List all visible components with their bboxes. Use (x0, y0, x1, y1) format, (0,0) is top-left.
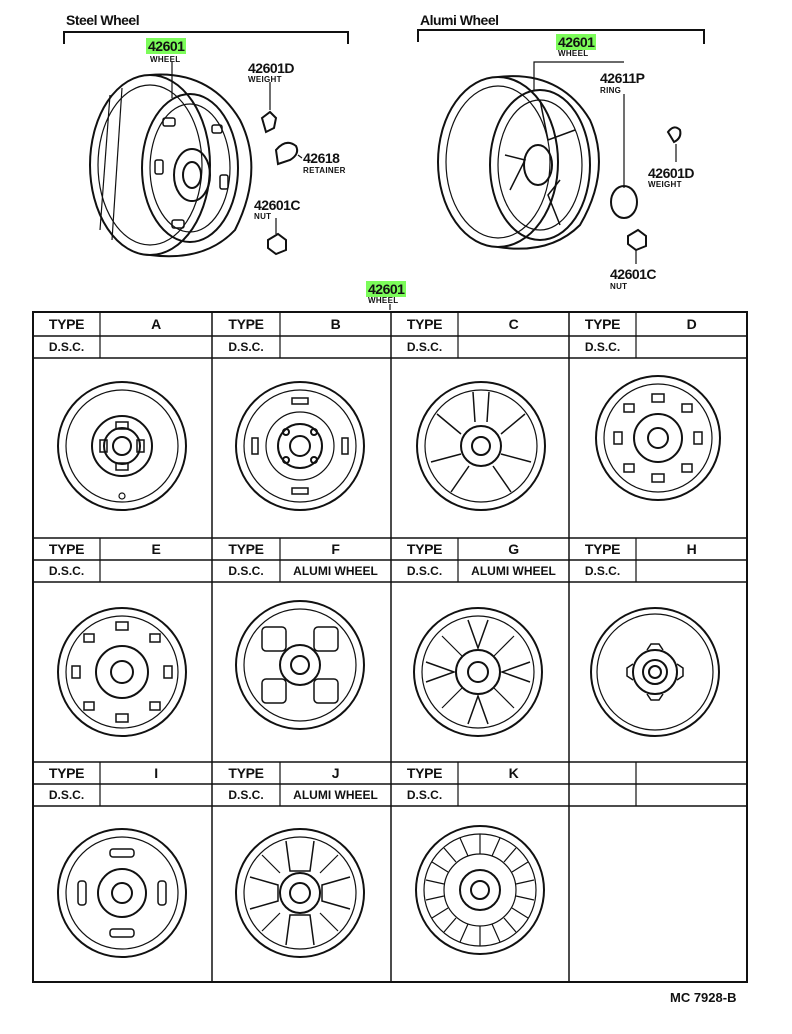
dsc-label: D.S.C. (584, 564, 621, 578)
drawing-code: MC 7928-B (670, 990, 737, 1005)
weight-right-drawing (668, 127, 680, 142)
alumi-wheel-part-name: WHEEL (558, 49, 589, 58)
steel-wheel-drawing (90, 75, 251, 257)
weight-part-name-left: WEIGHT (248, 75, 282, 84)
dsc-label: D.S.C. (406, 340, 443, 354)
dsc-value: ALUMI WHEEL (471, 564, 556, 578)
type-label: TYPE (406, 541, 443, 557)
type-value: G (508, 541, 519, 557)
dsc-label: D.S.C. (584, 340, 621, 354)
exploded-view-drawing (0, 0, 792, 310)
ring-drawing (611, 186, 637, 218)
alumi-bracket-line (418, 30, 704, 44)
table-wheel-part-number[interactable]: 42601 (366, 281, 407, 297)
alumi-wheel-header: Alumi Wheel (420, 12, 499, 28)
type-value: H (686, 541, 697, 557)
nut-part-name-left: NUT (254, 212, 272, 221)
type-value: A (151, 316, 161, 332)
type-value: C (508, 316, 519, 332)
steel-wheel-part-name: WHEEL (150, 55, 181, 64)
type-label: TYPE (48, 765, 85, 781)
ring-part-name: RING (600, 86, 622, 95)
alumi-wheel-part-number[interactable]: 42601 (556, 34, 597, 50)
type-label: TYPE (48, 541, 85, 557)
retainer-drawing (276, 143, 302, 164)
dsc-value: ALUMI WHEEL (293, 788, 378, 802)
type-label: TYPE (48, 316, 85, 332)
nut-part-name-right: NUT (610, 282, 628, 291)
type-value: F (331, 541, 340, 557)
alumi-leader-line (534, 62, 624, 90)
dsc-label: D.S.C. (406, 788, 443, 802)
dsc-label: D.S.C. (48, 564, 85, 578)
type-value: B (330, 316, 341, 332)
wheel-face-type-j (236, 829, 364, 957)
wheel-face-type-b (236, 382, 364, 510)
dsc-label: D.S.C. (406, 564, 443, 578)
dsc-label: D.S.C. (48, 788, 85, 802)
type-label: TYPE (228, 765, 264, 781)
type-value: J (331, 765, 340, 781)
dsc-label: D.S.C. (228, 340, 264, 354)
type-label: TYPE (228, 316, 264, 332)
ring-part-number[interactable]: 42611P (600, 70, 645, 86)
wheel-face-type-a (58, 382, 186, 510)
wheel-face-type-k (416, 826, 544, 954)
type-label: TYPE (584, 316, 621, 332)
wheel-face-type-h (591, 608, 719, 736)
type-value: K (508, 765, 519, 781)
nut-right-drawing (628, 230, 646, 250)
dsc-label: D.S.C. (228, 788, 264, 802)
nut-part-number-left[interactable]: 42601C (254, 197, 301, 213)
type-value: E (151, 541, 161, 557)
type-label: TYPE (584, 541, 621, 557)
type-label: TYPE (228, 541, 264, 557)
weight-left-drawing (262, 112, 276, 132)
wheel-face-type-c (417, 382, 545, 510)
type-value: D (686, 316, 697, 332)
retainer-part-number[interactable]: 42618 (303, 150, 340, 166)
type-label: TYPE (406, 316, 443, 332)
steel-wheel-part-number[interactable]: 42601 (146, 38, 187, 54)
alumi-wheel-drawing (438, 76, 599, 249)
nut-part-number-right[interactable]: 42601C (610, 266, 657, 282)
dsc-label: D.S.C. (228, 564, 264, 578)
steel-wheel-header: Steel Wheel (66, 12, 140, 28)
weight-part-number-right[interactable]: 42601D (648, 165, 695, 181)
table-wheel-part-name: WHEEL (368, 296, 399, 305)
wheel-face-type-e (58, 608, 186, 736)
dsc-label: D.S.C. (48, 340, 85, 354)
retainer-part-name: RETAINER (303, 166, 346, 175)
dsc-value: ALUMI WHEEL (293, 564, 378, 578)
type-label: TYPE (406, 765, 443, 781)
steel-bracket-line (64, 32, 348, 44)
nut-left-drawing (268, 234, 286, 254)
type-value: I (154, 765, 158, 781)
wheel-face-type-f (236, 601, 364, 729)
weight-part-number-left[interactable]: 42601D (248, 60, 295, 76)
wheel-face-type-d (596, 376, 720, 500)
wheel-face-type-i (58, 829, 186, 957)
wheel-face-type-g (414, 608, 542, 736)
weight-part-name-right: WEIGHT (648, 180, 682, 189)
